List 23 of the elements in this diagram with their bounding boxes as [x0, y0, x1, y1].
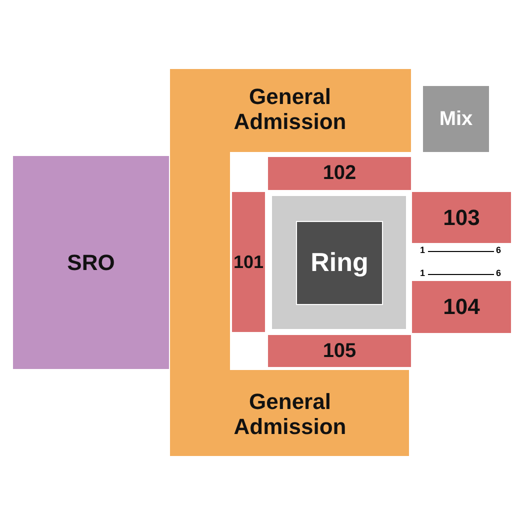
section-label: Ring	[310, 248, 368, 278]
section-label: 102	[322, 162, 356, 185]
section-label: 103	[443, 204, 480, 230]
seating-section	[268, 335, 411, 367]
section-label: 105	[322, 340, 356, 362]
section-label: General Admission	[232, 82, 348, 136]
row-number: 6	[496, 245, 502, 255]
section-label: 101	[233, 252, 264, 272]
seating-section	[232, 192, 265, 332]
seating-section	[268, 157, 411, 190]
section-label: 104	[443, 294, 480, 320]
ring-apron	[272, 196, 406, 329]
seating-section	[13, 156, 169, 369]
section-label: Mix	[439, 108, 473, 130]
seating-section	[412, 281, 511, 333]
boxing-ring	[296, 221, 383, 305]
seating-section	[412, 192, 511, 243]
row-number: 1	[420, 268, 426, 278]
row-number: 1	[420, 245, 426, 255]
mix-area	[423, 86, 489, 152]
row-number: 6	[496, 268, 502, 278]
section-label: General Admission	[232, 388, 348, 441]
section-label: SRO	[67, 250, 115, 276]
